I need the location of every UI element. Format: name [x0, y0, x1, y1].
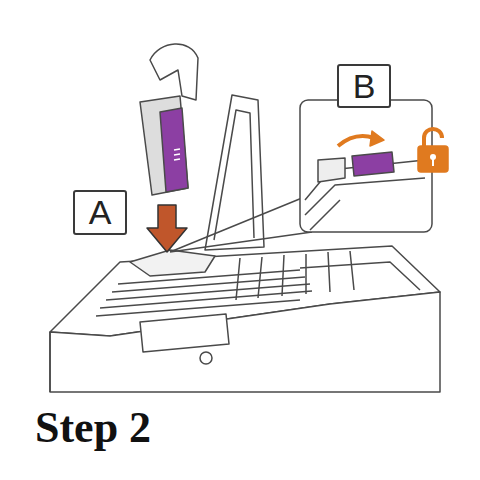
callout-letter: A: [89, 193, 112, 232]
printer-ridge: [300, 262, 420, 290]
open-cover: [205, 95, 264, 250]
step-caption: Step 2: [35, 402, 151, 453]
printer-edge: [49, 332, 51, 392]
detail-inset: [300, 100, 432, 232]
callout-letter: B: [353, 67, 376, 106]
cartridge-label: [160, 108, 188, 192]
callout-box: B: [337, 64, 391, 108]
padlock-body: [418, 146, 448, 172]
slide-arrow: [338, 136, 374, 146]
printer-grille: [96, 270, 312, 316]
padlock-shackle: [424, 129, 442, 148]
control-display: [140, 314, 229, 352]
insert-arrow: [147, 205, 187, 252]
hand: [150, 44, 198, 100]
leader-line: [170, 198, 312, 252]
callout-box: A: [73, 190, 127, 235]
printer-ribs: [236, 251, 354, 300]
toner-cartridge: [140, 96, 188, 195]
inset-block: [318, 158, 345, 182]
slide-arrow-head: [370, 131, 384, 146]
cartridge-slot: [130, 250, 215, 276]
cartridge-marks: [174, 149, 180, 160]
padlock-keyhole: [432, 158, 434, 166]
control-button: [200, 352, 212, 364]
lock-lever: [352, 152, 394, 176]
